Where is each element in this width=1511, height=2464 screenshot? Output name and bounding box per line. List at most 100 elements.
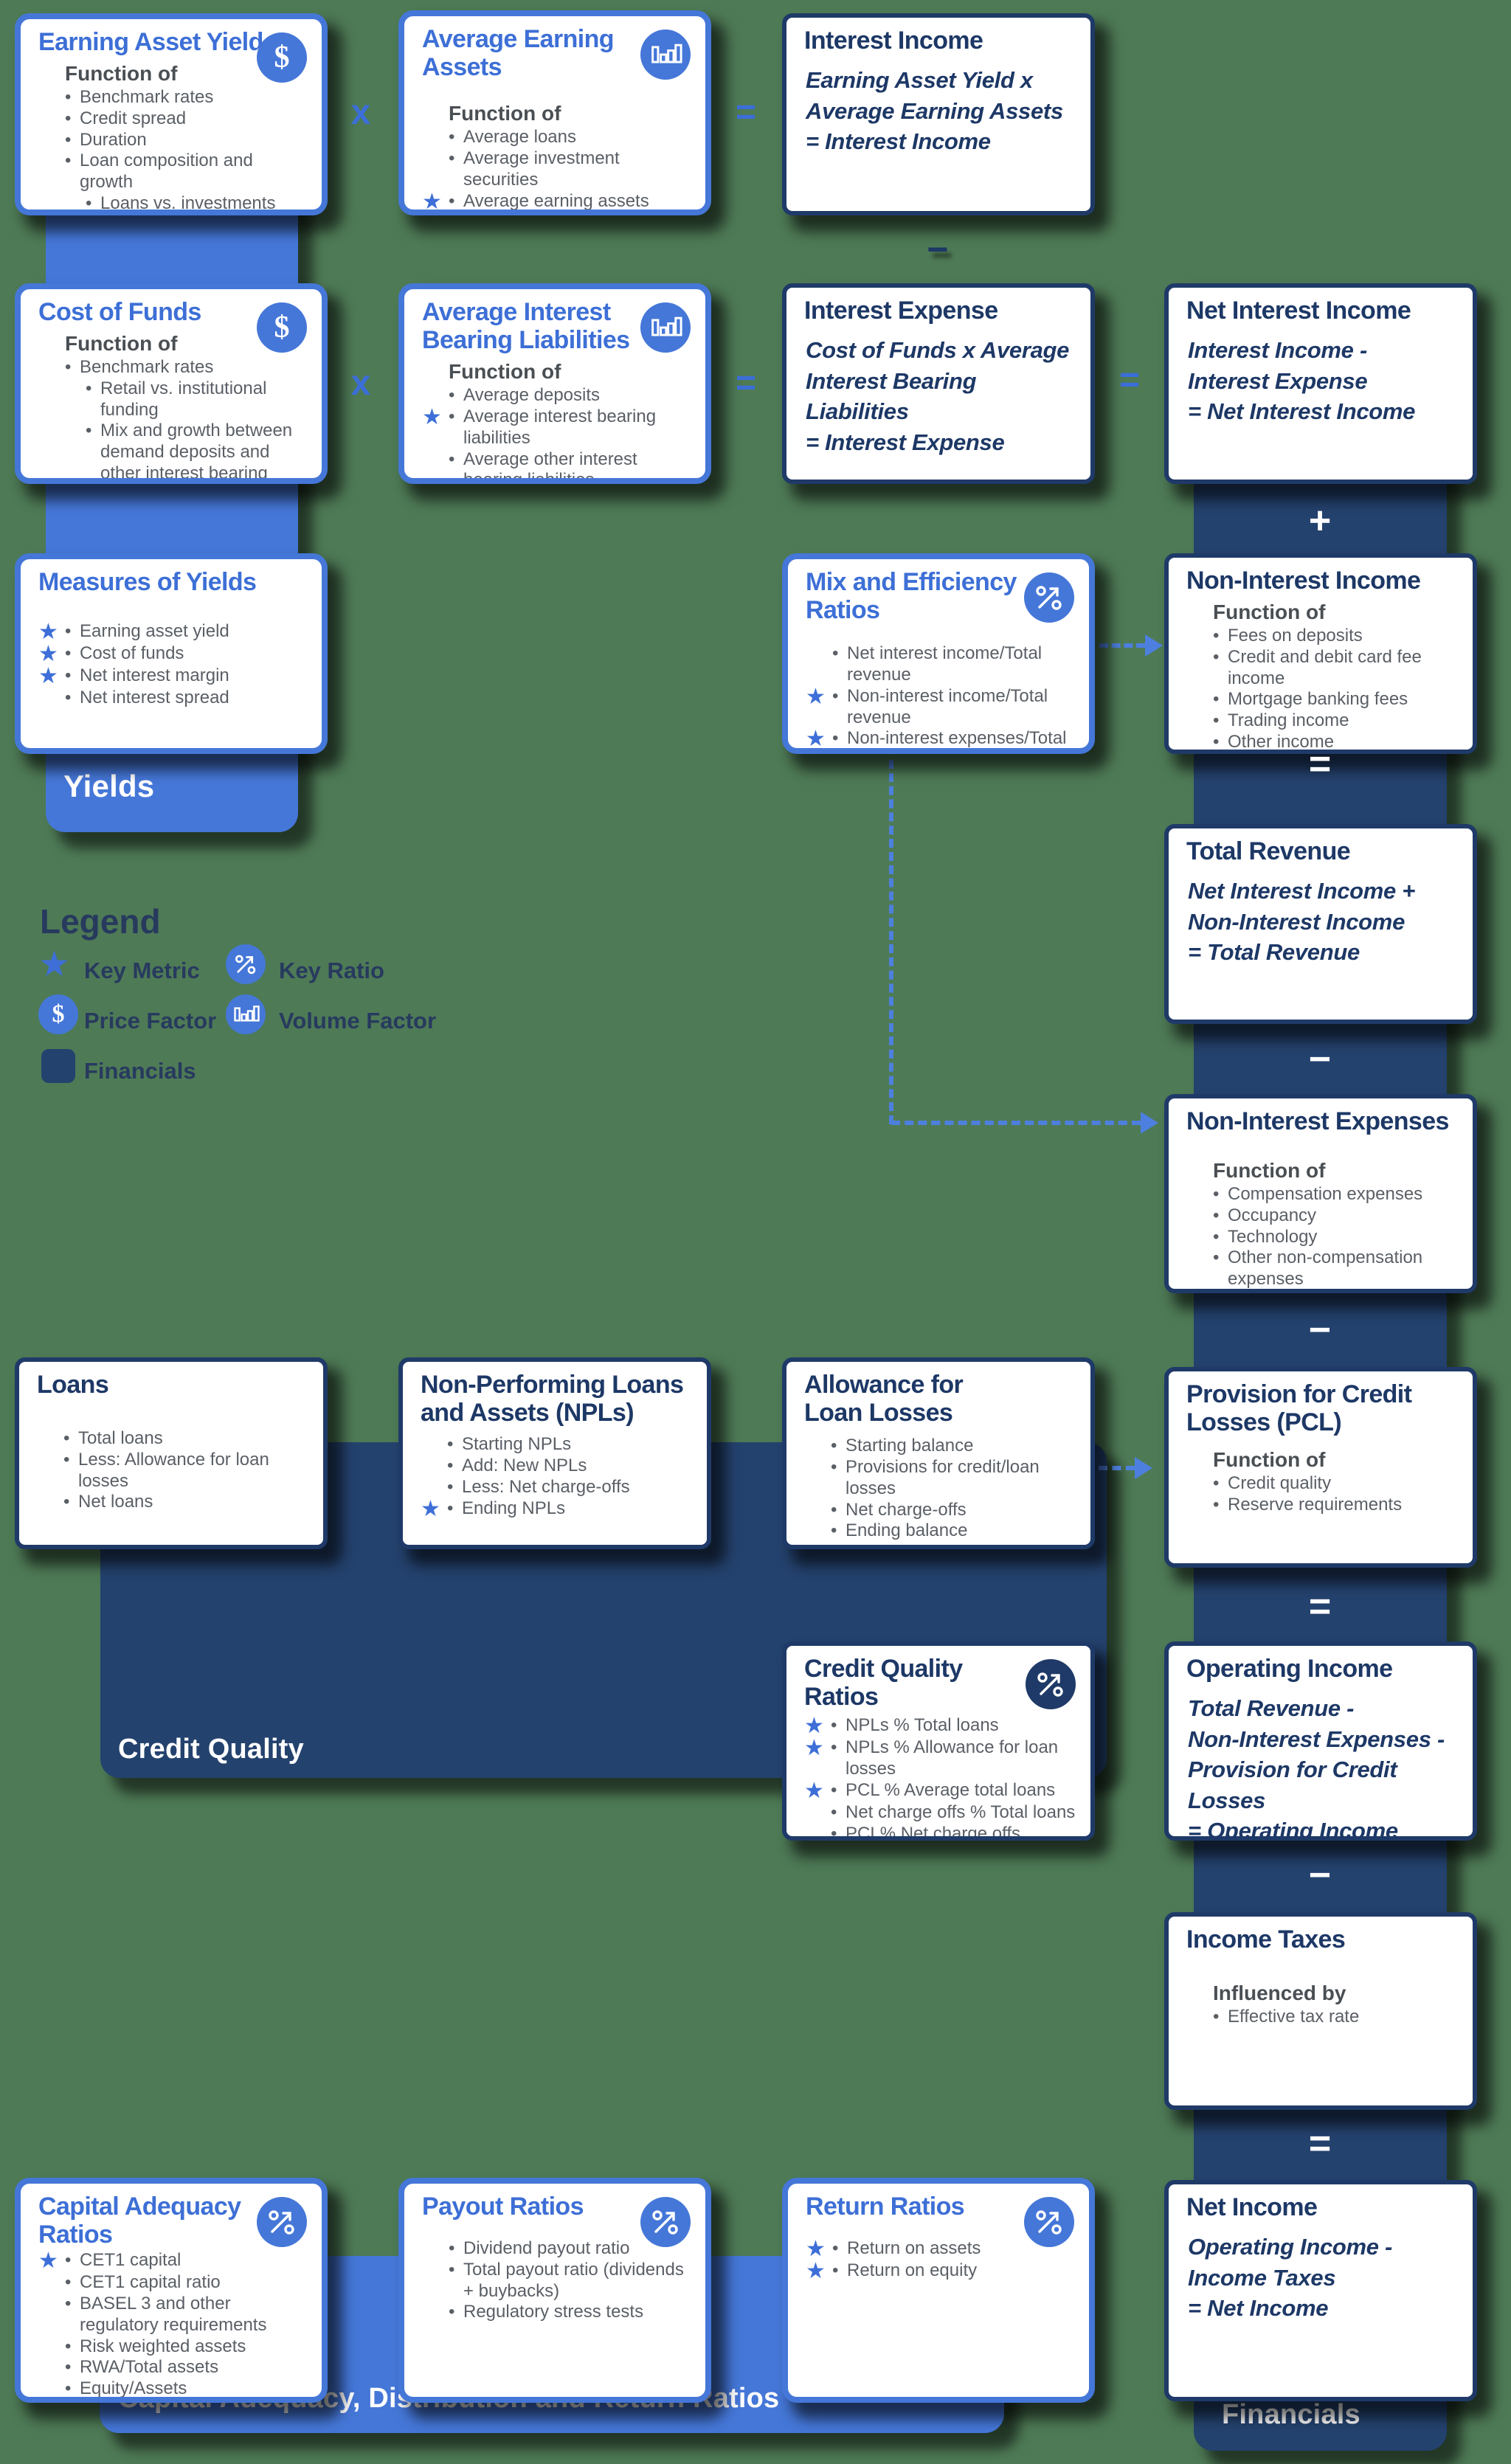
bullet-item: •Credit and debit card fee income [1186, 647, 1458, 690]
bullet-text: Duration [80, 129, 147, 150]
spacer [421, 1427, 692, 1434]
key-ratio-icon [1024, 572, 1074, 623]
non-interest-income-title: Non-Interest Income [1186, 567, 1458, 595]
bullet-text: Compensation expenses [1228, 1184, 1423, 1205]
card-title-line: Ratios [38, 2221, 113, 2249]
card-title-line: Credit Quality [804, 1655, 963, 1683]
bullet-dot: • [65, 357, 72, 378]
formula-text: Total Revenue -Non-Interest Expenses -Pr… [1188, 1693, 1458, 1841]
bullet-dot: • [1213, 2007, 1220, 2027]
bullet-dot: • [832, 643, 839, 664]
key-metric-star-icon: ★ [422, 189, 442, 214]
bullet-dot: • [65, 2336, 72, 2356]
dollar-glyph: $ [52, 1000, 65, 1028]
measures-of-yields-card: Measures of Yields★•Earning asset yield★… [15, 553, 328, 754]
bullet-item: •Average deposits [422, 385, 691, 406]
bullet-dot: • [65, 2357, 72, 2378]
bullet-item: •Less: Net charge-offs [421, 1477, 692, 1498]
volume-factor-icon [226, 994, 266, 1034]
bullet-item: ★•Cost of funds [38, 643, 307, 665]
legend-label: Price Factor [84, 1008, 217, 1034]
bullet-text: Net charge offs % Total loans [846, 1802, 1076, 1822]
card-title-line: Non-Interest Expenses [1186, 1107, 1449, 1135]
bullet-text: RWA/Total assets [80, 2357, 219, 2378]
bullet-dot: • [65, 129, 72, 150]
bullet-text: Ending NPLs [462, 1498, 566, 1518]
bullet-text: Net charge-offs [846, 1499, 967, 1520]
bullet-text: Benchmark rates [80, 357, 214, 378]
bullet-item: •Risk weighted assets [38, 2336, 307, 2358]
card-title-line: Non-Interest Income [1186, 567, 1421, 595]
key-metric-star-icon: ★ [806, 684, 826, 709]
key-metric-star-icon: ★ [804, 1714, 824, 1739]
spacer [806, 624, 1074, 643]
bullet-text: Return on equity [847, 2260, 978, 2281]
star-glyph: ★ [38, 945, 71, 984]
bullet-text: PCL% Net charge offs [846, 1823, 1021, 1841]
formula-line: = Operating Income [1188, 1818, 1398, 1841]
bullet-dot: • [447, 1434, 454, 1455]
card-title-line: Loan Losses [804, 1399, 953, 1427]
bullet-dot: • [831, 1436, 837, 1456]
key-metric-star-icon: ★ [38, 620, 58, 645]
bullet-text: Net interest income/Total revenue [847, 643, 1043, 685]
formula-line: Operating Income - [1188, 2234, 1393, 2260]
dashed-connector [1099, 643, 1145, 648]
bullet-dot: • [832, 728, 839, 749]
credit-quality-label: Credit Quality [118, 1734, 304, 1765]
card-title-line: Allowance for [804, 1371, 964, 1399]
card-title-line: Ratios [806, 596, 880, 625]
bullet-text: Credit spread [80, 108, 187, 128]
bullet-dot: • [1213, 646, 1220, 667]
formula-line: = Interest Income [806, 128, 991, 155]
bullet-dot: • [86, 378, 92, 398]
bullet-dot: • [63, 1492, 70, 1512]
spacer [422, 354, 691, 359]
formula-line: Non-Interest Income [1188, 908, 1405, 935]
bullet-text: Starting balance [846, 1436, 974, 1456]
function-of-heading: Function of [449, 360, 561, 384]
bullet-dot: • [449, 127, 455, 148]
legend-title: Legend [40, 902, 161, 941]
earning-asset-yield-title: Earning Asset Yield [38, 28, 307, 56]
key-ratio-icon [1026, 1659, 1076, 1709]
spacer [1186, 595, 1458, 599]
formula-line: Average Earning Assets [806, 97, 1063, 124]
card-title-line: Ratios [804, 1683, 879, 1712]
bullet-dot: • [831, 1802, 837, 1822]
bullet-item: ★•Net interest margin [38, 665, 307, 688]
bullet-text: Credit quality [1228, 1473, 1332, 1494]
bullet-text: Equity/Assets [80, 2378, 187, 2399]
bullet-text: Benchmark rates [80, 87, 214, 108]
bullet-text: Average loans [463, 127, 576, 148]
bullet-item: •Total payout ratio (dividends + buyback… [422, 2260, 691, 2302]
card-title-line: Provision for Credit [1186, 1380, 1412, 1408]
formula-line: = Net Income [1188, 2295, 1329, 2322]
bullet-text: Trading income [1228, 710, 1349, 731]
bullet-item: •CET1 capital ratio [38, 2272, 307, 2294]
bullet-text: Return on assets [847, 2238, 981, 2259]
bullet-text: Non-interest income/Total revenue [847, 685, 1048, 727]
bullet-item: ★•NPLs % Allowance for loan losses [804, 1737, 1076, 1780]
bullet-item: ★•Average interest bearing liabilities [422, 406, 691, 449]
operator-plus: + [1308, 499, 1332, 542]
bullet-dot: • [449, 2238, 455, 2259]
bullet-dot: • [1213, 1184, 1220, 1205]
bullet-dot: • [449, 190, 455, 211]
bullet-item: •Other income [1186, 732, 1458, 750]
card-title-line: Earning Asset Yield [38, 28, 263, 56]
bullet-dot: • [65, 87, 72, 108]
operator-equals: = [1308, 1585, 1332, 1628]
key-metric-star-icon: ★ [38, 947, 70, 983]
key-ratio-icon [226, 944, 266, 984]
bullet-text: Fees on deposits [1228, 626, 1363, 646]
bullet-item: •Net loans [37, 1492, 308, 1513]
card-title-line: Losses (PCL) [1186, 1408, 1342, 1437]
bullet-item: ★•Return on equity [806, 2260, 1074, 2283]
function-of-heading: Function of [1213, 1159, 1326, 1183]
interest-expense-title: Interest Expense [804, 297, 1076, 325]
key-metric-star-icon: ★ [38, 642, 58, 667]
